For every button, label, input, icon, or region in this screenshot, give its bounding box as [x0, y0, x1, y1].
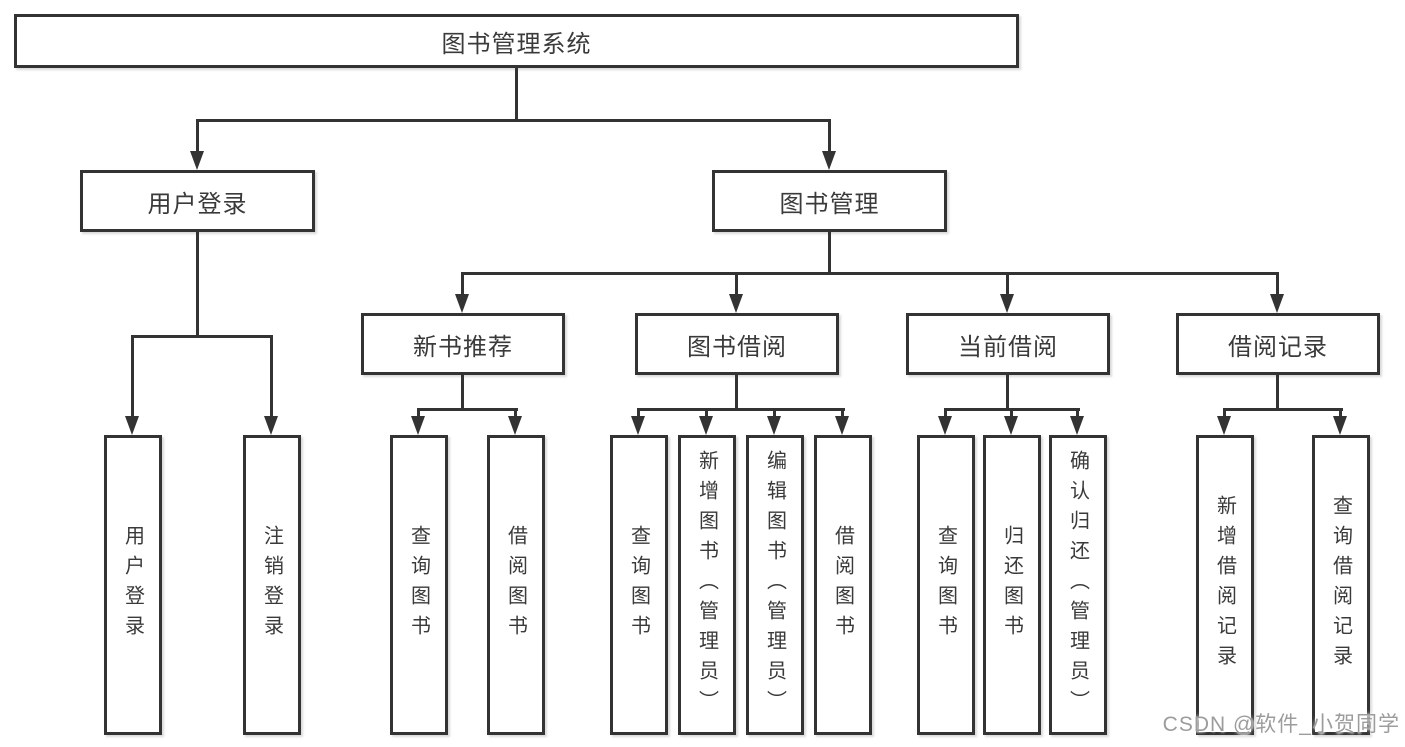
node-borrowing-records: 借阅记录: [1176, 313, 1380, 375]
connector-vline: [705, 408, 708, 417]
connector-vline: [196, 232, 199, 335]
arrowhead-down-icon: [835, 416, 849, 435]
arrowhead-down-icon: [1004, 416, 1018, 435]
arrowhead-down-icon: [264, 416, 278, 435]
node-user-login: 用户登录: [80, 170, 315, 232]
connector-vline: [828, 119, 831, 152]
connector-vline: [270, 335, 273, 417]
arrowhead-down-icon: [729, 294, 743, 313]
leaf-query-books-current-label: 查询图书: [934, 525, 957, 645]
connector-vline: [1276, 375, 1279, 408]
arrowhead-down-icon: [631, 416, 645, 435]
connector-hline: [131, 335, 273, 338]
leaf-borrow-books: 借阅图书: [814, 435, 872, 735]
arrowhead-down-icon: [411, 416, 425, 435]
leaf-logout: 注销登录: [243, 435, 301, 735]
leaf-query-books-borrowing-label: 查询图书: [627, 525, 650, 645]
connector-vline: [1339, 408, 1342, 417]
connector-vline: [735, 375, 738, 408]
connector-vline: [196, 119, 199, 152]
connector-hline: [417, 408, 518, 411]
leaf-query-borrow-record: 查询借阅记录: [1312, 435, 1370, 735]
leaf-edit-books-admin: 编辑图书（管理员）: [746, 435, 804, 735]
leaf-edit-books-admin-label: 编辑图书（管理员）: [763, 450, 786, 720]
node-borrowing-records-label: 借阅记录: [1228, 333, 1328, 361]
csdn-watermark: CSDN @软件_小贺同学: [1162, 713, 1400, 736]
connector-vline: [131, 335, 134, 417]
node-user-login-label: 用户登录: [147, 190, 248, 218]
arrowhead-down-icon: [1070, 416, 1084, 435]
leaf-borrow-books-recommend: 借阅图书: [487, 435, 545, 735]
connector-vline: [461, 375, 464, 408]
leaf-logout-label: 注销登录: [260, 525, 283, 645]
connector-hline: [1223, 408, 1343, 411]
arrowhead-down-icon: [1333, 416, 1347, 435]
leaf-confirm-return-admin: 确认归还（管理员）: [1049, 435, 1107, 735]
arrowhead-down-icon: [1270, 294, 1284, 313]
leaf-query-borrow-record-label: 查询借阅记录: [1329, 495, 1352, 675]
connector-vline: [637, 408, 640, 417]
leaf-borrow-books-recommend-label: 借阅图书: [504, 525, 527, 645]
arrowhead-down-icon: [125, 416, 139, 435]
connector-vline: [1010, 408, 1013, 417]
connector-hline: [461, 272, 1279, 275]
connector-hline: [637, 408, 845, 411]
leaf-add-borrow-record-label: 新增借阅记录: [1213, 495, 1236, 675]
connector-vline: [841, 408, 844, 417]
arrowhead-down-icon: [455, 294, 469, 313]
leaf-query-books-recommend-label: 查询图书: [407, 525, 430, 645]
leaf-query-books-recommend: 查询图书: [390, 435, 448, 735]
node-book-management-label: 图书管理: [779, 190, 880, 218]
node-root-library-system: 图书管理系统: [14, 14, 1019, 68]
node-book-management: 图书管理: [712, 170, 947, 232]
leaf-return-books-label: 归还图书: [1000, 525, 1023, 645]
connector-hline: [196, 119, 831, 122]
arrowhead-down-icon: [190, 151, 204, 170]
leaf-confirm-return-admin-label: 确认归还（管理员）: [1066, 450, 1089, 720]
node-current-borrowing: 当前借阅: [906, 313, 1110, 375]
connector-vline: [1223, 408, 1226, 417]
leaf-add-borrow-record: 新增借阅记录: [1196, 435, 1254, 735]
connector-vline: [828, 232, 831, 272]
connector-vline: [515, 68, 518, 119]
leaf-user-login: 用户登录: [104, 435, 162, 735]
leaf-add-books-admin-label: 新增图书（管理员）: [695, 450, 718, 720]
leaf-query-books-current: 查询图书: [917, 435, 975, 735]
arrowhead-down-icon: [699, 416, 713, 435]
connector-vline: [514, 408, 517, 417]
leaf-return-books: 归还图书: [983, 435, 1041, 735]
connector-vline: [1006, 272, 1009, 296]
node-book-borrowing: 图书借阅: [635, 313, 839, 375]
arrowhead-down-icon: [508, 416, 522, 435]
node-book-borrowing-label: 图书借阅: [687, 333, 787, 361]
connector-vline: [461, 272, 464, 296]
leaf-query-books-borrowing: 查询图书: [610, 435, 668, 735]
connector-vline: [735, 272, 738, 296]
connector-vline: [944, 408, 947, 417]
connector-vline: [1006, 375, 1009, 408]
connector-vline: [773, 408, 776, 417]
arrowhead-down-icon: [938, 416, 952, 435]
connector-vline: [417, 408, 420, 417]
leaf-user-login-label: 用户登录: [121, 525, 144, 645]
arrowhead-down-icon: [767, 416, 781, 435]
node-new-book-recommend: 新书推荐: [361, 313, 565, 375]
node-current-borrowing-label: 当前借阅: [958, 333, 1058, 361]
connector-vline: [1076, 408, 1079, 417]
arrowhead-down-icon: [1000, 294, 1014, 313]
connector-vline: [1276, 272, 1279, 296]
node-root-label: 图书管理系统: [441, 30, 592, 58]
arrowhead-down-icon: [822, 151, 836, 170]
leaf-add-books-admin: 新增图书（管理员）: [678, 435, 736, 735]
leaf-borrow-books-label: 借阅图书: [831, 525, 854, 645]
node-new-book-recommend-label: 新书推荐: [413, 333, 513, 361]
arrowhead-down-icon: [1217, 416, 1231, 435]
